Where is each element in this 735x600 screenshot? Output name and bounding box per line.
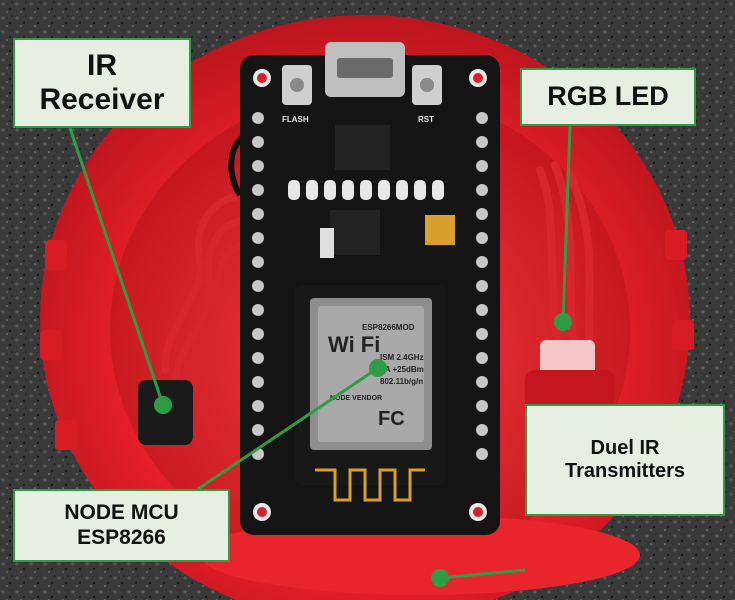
ir-receiver-label-line2: Receiver [39, 83, 165, 116]
module-name: ESP8266MOD [362, 323, 415, 332]
ir-receiver-label-line1: IR [87, 48, 117, 82]
node-mcu-label-line2: ESP8266 [77, 525, 166, 549]
rgb-led-label-text: RGB LED [547, 81, 669, 112]
module-spec: ISM 2.4GHz [380, 353, 424, 362]
wifi-logo: Wi Fi [328, 332, 380, 357]
flash-label: FLASH [282, 115, 309, 124]
node-mcu-board [240, 42, 500, 535]
rgb-led-label: RGB LED [520, 68, 696, 126]
duel-ir-label: Duel IR Transmitters [525, 404, 725, 516]
ir-receiver-wires [161, 191, 249, 384]
module-spec: PA +25dBm [380, 365, 424, 374]
node-mcu-label: NODE MCU ESP8266 [13, 489, 230, 562]
duel-ir-label-line1: Duel IR [590, 437, 660, 459]
esp-antenna [315, 468, 425, 502]
board-silkscreen: Wi Fi ESP8266MOD ISM 2.4GHz PA +25dBm 80… [282, 115, 434, 430]
rst-label: RST [418, 115, 434, 124]
ir-receiver-label: IR Receiver [13, 38, 191, 128]
module-vendor: NODE VENDOR [330, 395, 382, 402]
module-spec: 802.11b/g/n [380, 377, 423, 386]
fcc-logo: FC [378, 408, 405, 430]
duel-ir-label-line2: Transmitters [564, 460, 686, 482]
node-mcu-label-line1: NODE MCU [64, 501, 179, 525]
